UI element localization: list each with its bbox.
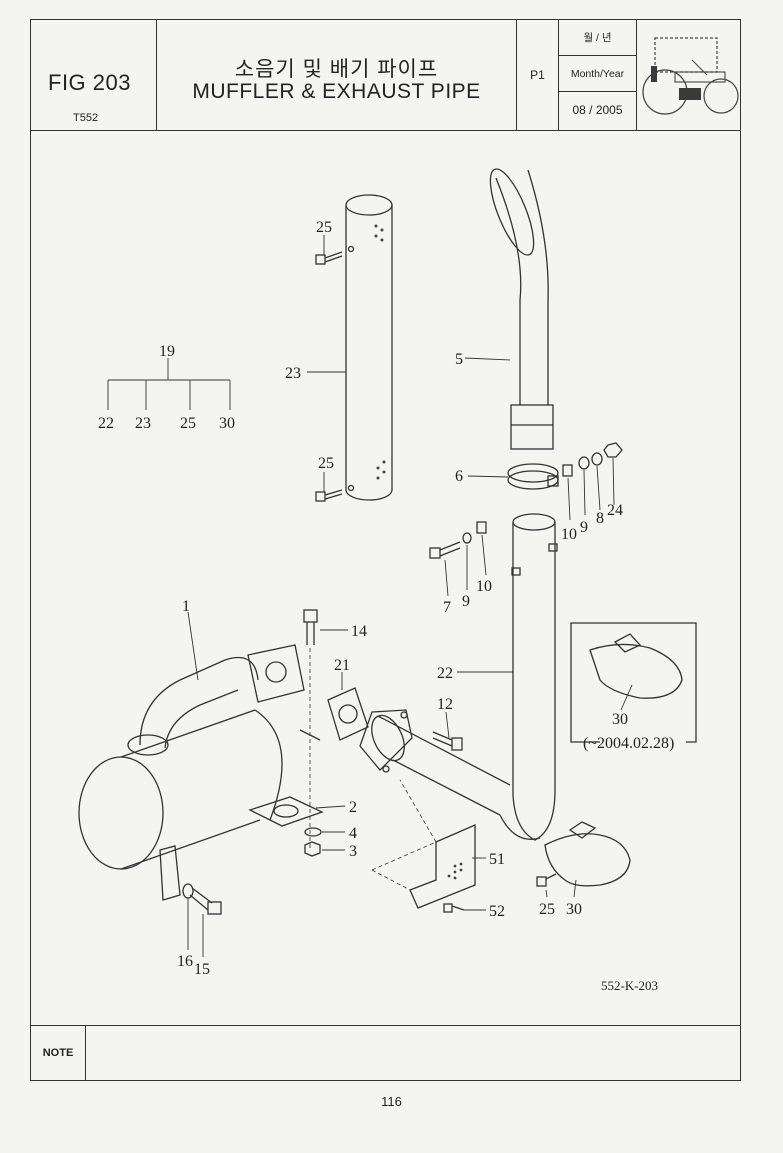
gasket-2-drawing: [248, 796, 324, 827]
bolt-15-washer-16-drawing: [182, 883, 222, 915]
bolt-12-drawing: [432, 731, 463, 751]
label-25-group: 25: [180, 415, 196, 432]
washer-4-nut-3-drawing: [304, 827, 322, 857]
title-cell: 소음기 및 배기 파이프 MUFFLER & EXHAUST PIPE: [157, 20, 517, 130]
exhaust-pipe-22-drawing: [511, 513, 558, 841]
header: FIG 203 T552 소음기 및 배기 파이프 MUFFLER & EXHA…: [31, 20, 740, 131]
clamp-6-drawing: [507, 463, 559, 490]
figure-number: FIG 203: [48, 70, 131, 95]
label-23-pipe: 23: [285, 365, 301, 382]
note-label: NOTE: [31, 1026, 86, 1080]
label-25-cover: 25: [539, 901, 555, 918]
label-4: 4: [349, 825, 357, 842]
label-30-group: 30: [219, 415, 235, 432]
inset-date-note: (~2004.02.28): [583, 735, 674, 752]
tractor-icon: [642, 37, 739, 115]
date-label-english: Month/Year: [559, 56, 636, 92]
label-25-upper: 25: [316, 219, 332, 236]
bolt-25-lower-drawing: [315, 489, 343, 502]
label-30-cover: 30: [566, 901, 582, 918]
label-6: 6: [455, 468, 463, 485]
bolt-52-drawing: [443, 903, 465, 913]
label-10-upper: 10: [561, 526, 577, 543]
label-2: 2: [349, 799, 357, 816]
label-15: 15: [194, 961, 210, 978]
label-1: 1: [182, 598, 190, 615]
bolt-25-cover-drawing: [536, 873, 557, 887]
page-frame: FIG 203 T552 소음기 및 배기 파이프 MUFFLER & EXHA…: [30, 19, 741, 1081]
bolt-7-washer-9-nut-10-drawing: [429, 521, 487, 559]
label-9-lower: 9: [462, 593, 470, 610]
hardware-10-9-8-24-drawing: [562, 442, 623, 477]
label-5: 5: [455, 351, 463, 368]
page-number: 116: [381, 1094, 402, 1109]
label-9-upper: 9: [580, 519, 588, 536]
thumbnail-cell: [637, 20, 742, 130]
label-52: 52: [489, 903, 505, 920]
label-25-lower: 25: [318, 455, 334, 472]
label-22-group: 22: [98, 415, 114, 432]
gasket-21-drawing: [327, 687, 369, 741]
label-10-lower: 10: [476, 578, 492, 595]
tail-pipe-5-drawing: [489, 168, 554, 450]
label-23-group: 23: [135, 415, 151, 432]
page-cell: P1: [517, 20, 559, 130]
exhaust-pipe-23-drawing: [345, 194, 393, 501]
title-korean: 소음기 및 배기 파이프: [234, 58, 439, 81]
date-value: 08 / 2005: [572, 103, 623, 117]
label-3: 3: [349, 843, 357, 860]
label-8: 8: [596, 510, 604, 527]
model-code: T552: [73, 112, 99, 124]
heat-shield-51-drawing: [371, 779, 476, 909]
elbow-pipe-drawing: [359, 709, 541, 840]
label-7: 7: [443, 599, 451, 616]
group-19-tree: [107, 358, 231, 410]
label-22-pipe: 22: [437, 665, 453, 682]
muffler-1-drawing: [78, 644, 321, 901]
date-cell: 월 / 년 Month/Year 08 / 2005: [559, 20, 637, 130]
label-51: 51: [489, 851, 505, 868]
leader-lines: [187, 235, 633, 957]
label-19: 19: [159, 343, 175, 360]
figure-cell: FIG 203 T552: [31, 20, 157, 130]
inset-cover-variant: [570, 622, 697, 743]
bolt-25-upper-drawing: [315, 251, 343, 265]
note-row: NOTE: [31, 1025, 740, 1080]
label-24: 24: [607, 502, 623, 519]
label-21: 21: [334, 657, 350, 674]
label-16: 16: [177, 953, 193, 970]
title-english: MUFFLER & EXHAUST PIPE: [192, 80, 481, 103]
date-label-korean: 월 / 년: [559, 20, 636, 56]
bolt-14-drawing: [303, 609, 318, 848]
label-14: 14: [351, 623, 367, 640]
label-30-inset: 30: [612, 711, 628, 728]
label-12: 12: [437, 696, 453, 713]
cover-30-drawing: [544, 821, 631, 887]
page-code: P1: [530, 68, 545, 82]
drawing-number: 552-K-203: [601, 978, 658, 993]
